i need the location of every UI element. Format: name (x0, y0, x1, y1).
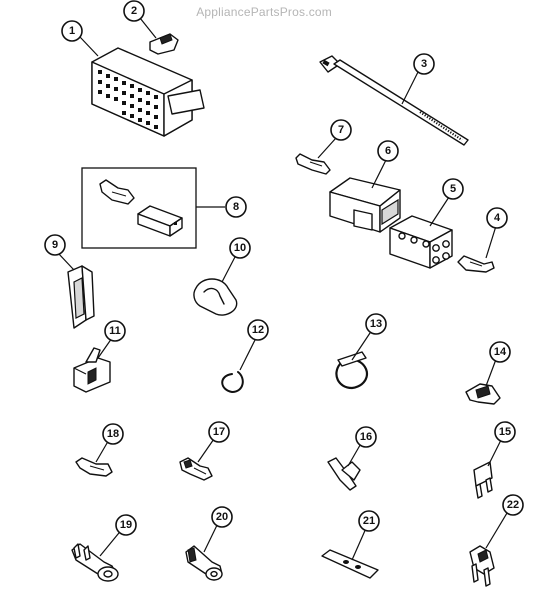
callout-21: 21 (358, 510, 380, 532)
part-7-pin-terminal[interactable] (295, 153, 331, 175)
callout-20: 20 (211, 506, 233, 528)
svg-text:14: 14 (494, 346, 507, 358)
svg-text:7: 7 (338, 124, 344, 136)
part-20-ring-terminal[interactable] (185, 545, 223, 581)
svg-text:8: 8 (233, 201, 239, 213)
callout-16: 16 (355, 426, 377, 448)
part-18-quick-connect[interactable] (75, 457, 113, 477)
part-4-socket-terminal[interactable] (457, 255, 495, 273)
svg-text:15: 15 (499, 426, 511, 438)
svg-text:5: 5 (450, 183, 456, 195)
part-5-six-pin-plug[interactable] (389, 215, 453, 269)
callout-17: 17 (208, 421, 230, 443)
part-6-connector-housing[interactable] (329, 177, 401, 233)
callout-14: 14 (489, 341, 511, 363)
callout-5: 5 (442, 178, 464, 200)
callout-3: 3 (413, 53, 435, 75)
part-19-ring-terminal[interactable] (71, 543, 119, 582)
callout-11: 11 (104, 320, 126, 342)
part-2-terminal[interactable] (149, 33, 179, 55)
svg-text:19: 19 (120, 519, 132, 531)
callout-10: 10 (229, 237, 251, 259)
svg-text:1: 1 (69, 25, 75, 37)
part-10-retainer[interactable] (193, 278, 238, 316)
svg-text:12: 12 (252, 324, 264, 336)
svg-text:9: 9 (52, 239, 58, 251)
part-16-angled-terminal[interactable] (327, 457, 361, 491)
part-14-terminal[interactable] (465, 383, 501, 405)
callout-7: 7 (330, 119, 352, 141)
part-3-cable-tie[interactable] (319, 55, 469, 146)
callout-13: 13 (365, 313, 387, 335)
part-9-clip[interactable] (67, 265, 95, 329)
svg-text:6: 6 (385, 145, 391, 157)
part-1-connector-block[interactable] (91, 47, 205, 137)
part-12-snap-ring[interactable] (221, 371, 244, 393)
svg-text:18: 18 (107, 428, 119, 440)
callout-4: 4 (486, 207, 508, 229)
part-17-crimp-terminal[interactable] (179, 457, 213, 481)
callout-2: 2 (123, 0, 145, 22)
callout-18: 18 (102, 423, 124, 445)
svg-text:16: 16 (360, 431, 372, 443)
callout-22: 22 (502, 494, 524, 516)
callout-12: 12 (247, 319, 269, 341)
part-22-double-terminal[interactable] (469, 545, 495, 587)
svg-text:20: 20 (216, 511, 228, 523)
svg-text:22: 22 (507, 499, 519, 511)
svg-text:10: 10 (234, 242, 246, 254)
part-11-bracket-clip[interactable] (73, 347, 111, 393)
svg-text:21: 21 (363, 515, 375, 527)
watermark-text: AppliancePartsPros.com (196, 5, 332, 19)
svg-text:13: 13 (370, 318, 382, 330)
svg-text:17: 17 (213, 426, 225, 438)
callout-9: 9 (44, 234, 66, 256)
callout-8: 8 (225, 196, 247, 218)
callout-19: 19 (115, 514, 137, 536)
callout-6: 6 (377, 140, 399, 162)
part-21-flat-strap[interactable] (321, 549, 379, 579)
callout-15: 15 (494, 421, 516, 443)
svg-text:2: 2 (131, 5, 137, 17)
part-13-loop-clamp[interactable] (335, 351, 369, 390)
svg-text:11: 11 (109, 325, 121, 337)
svg-text:4: 4 (494, 212, 501, 224)
part-15-flag-terminal[interactable] (473, 461, 493, 499)
part-8-terminal-kit[interactable] (81, 167, 197, 249)
svg-text:3: 3 (421, 58, 427, 70)
callout-1: 1 (61, 20, 83, 42)
